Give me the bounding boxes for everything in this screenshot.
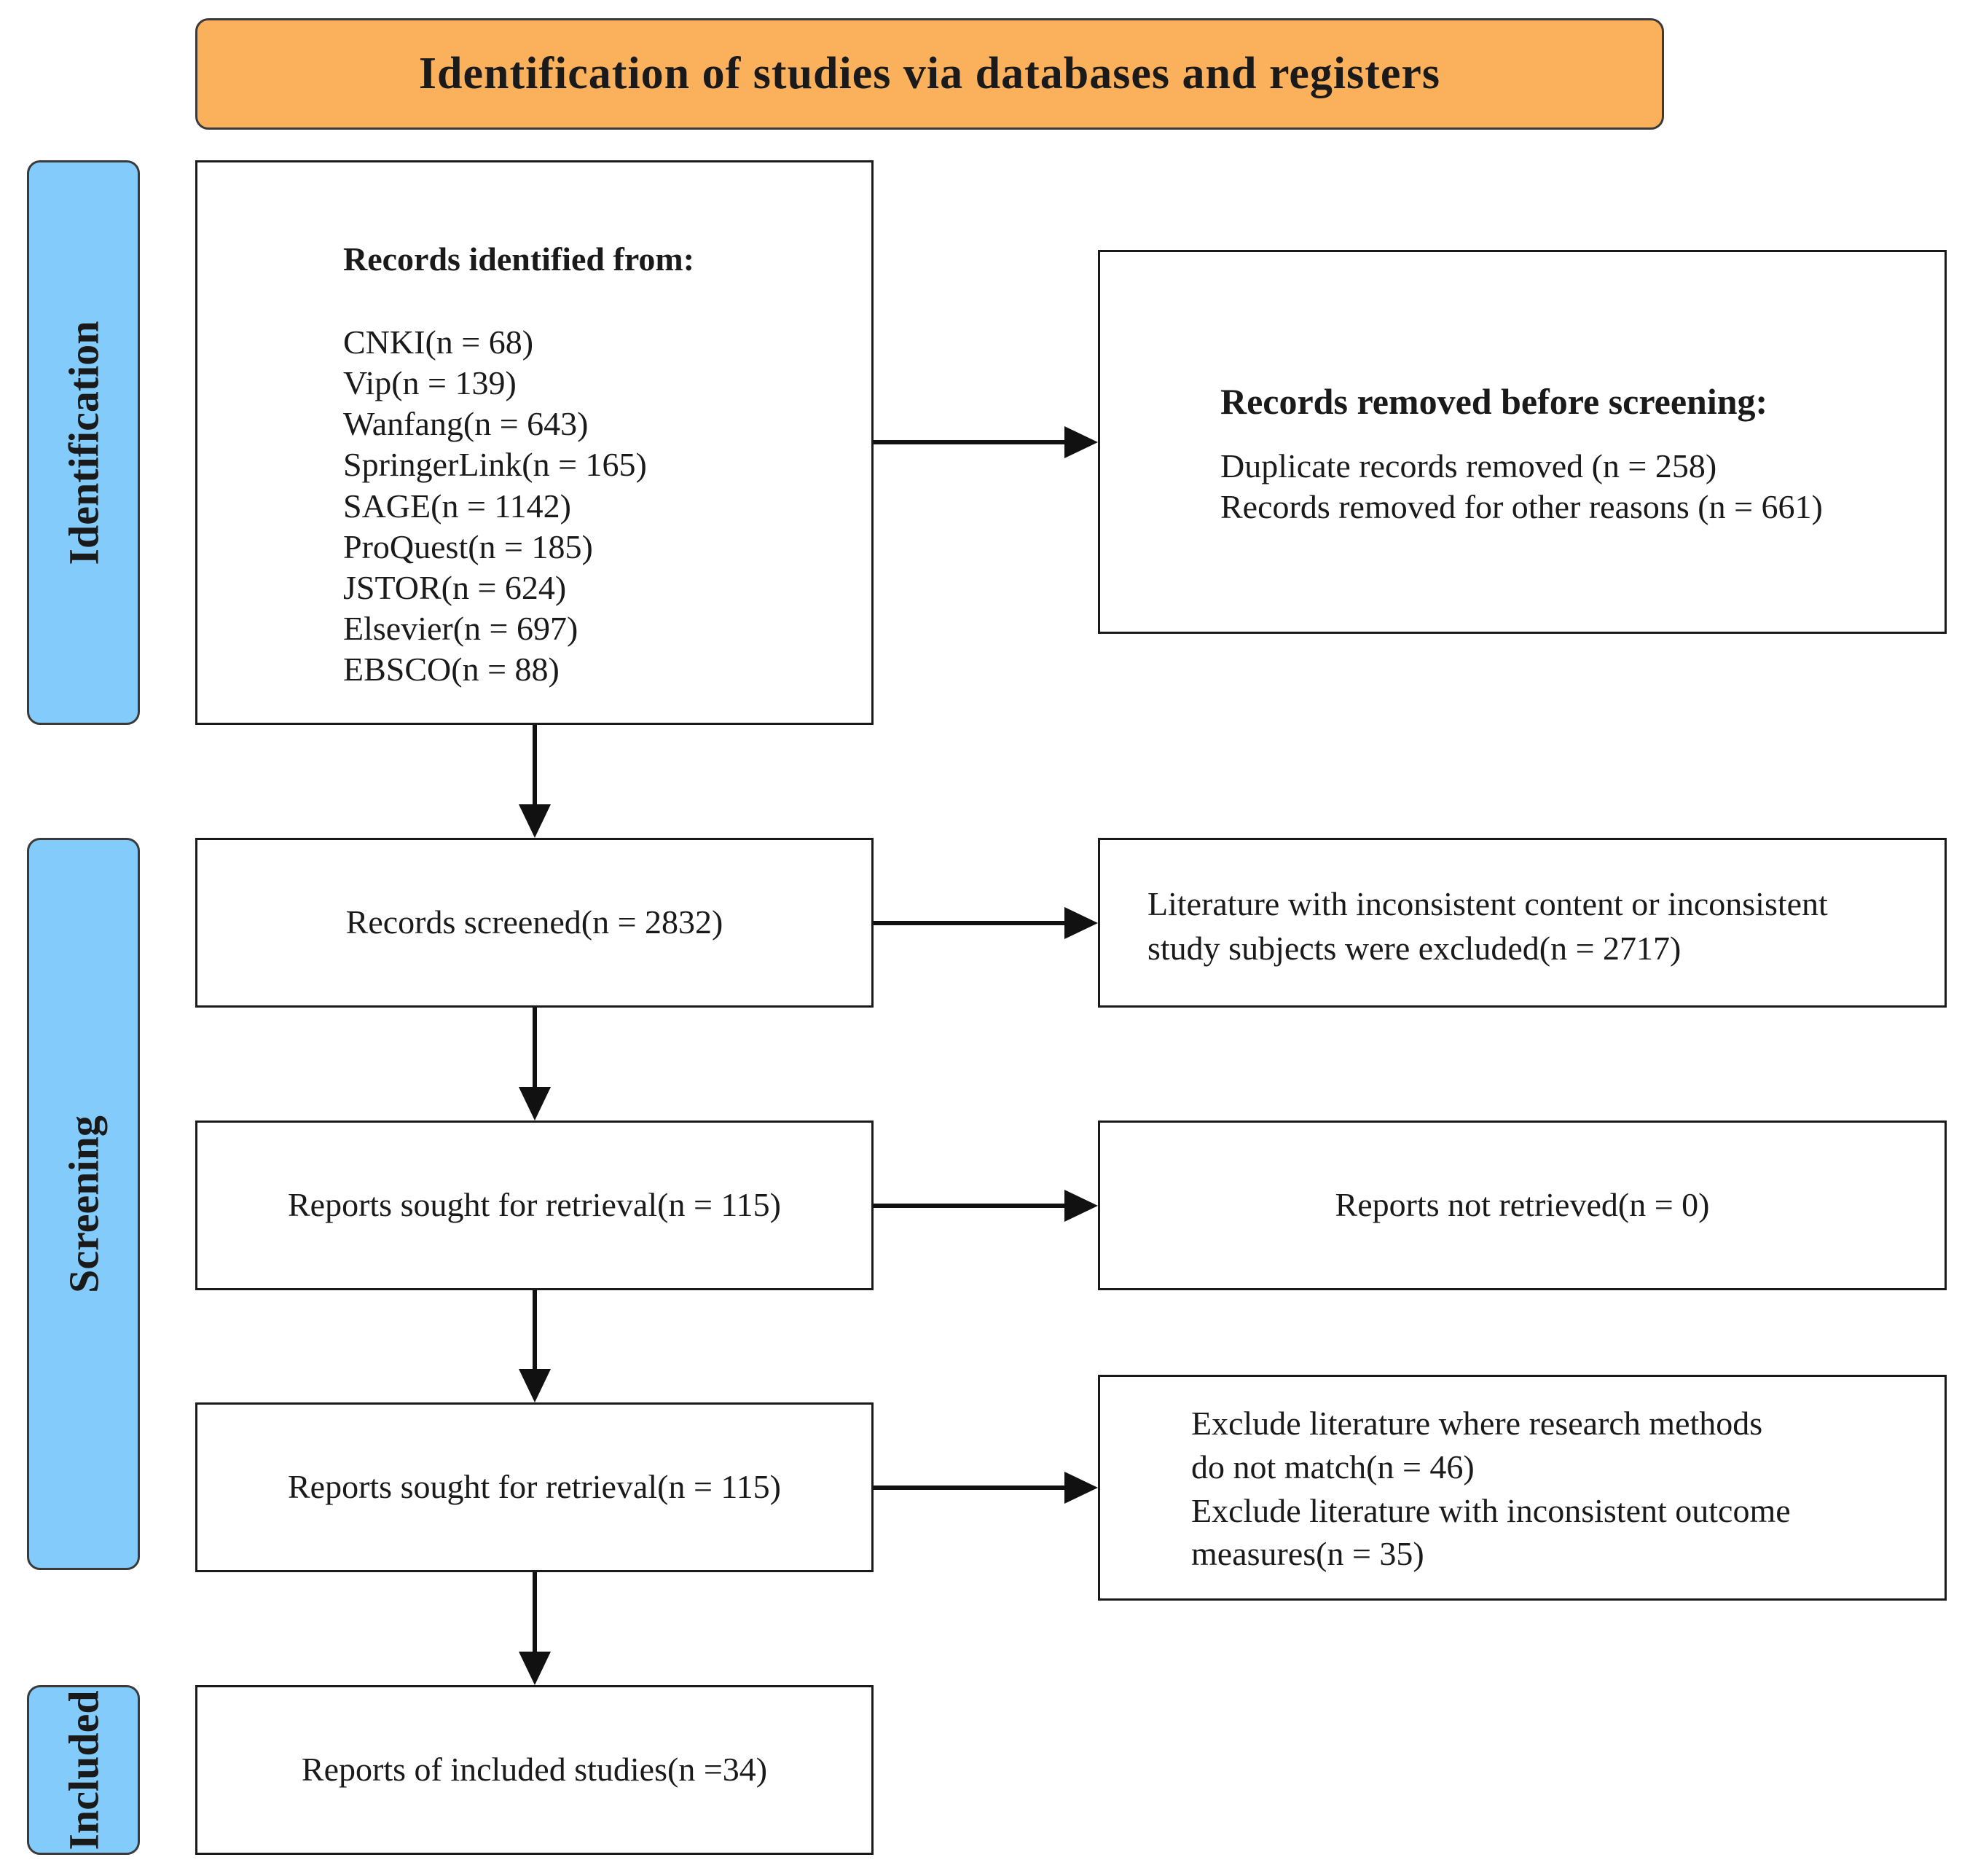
screened-excluded-box: Literature with inconsistent content or … xyxy=(1098,838,1947,1008)
phase-identification-label: Identification xyxy=(60,320,107,565)
records-removed-heading: Records removed before screening: xyxy=(1220,381,1768,422)
screened-excluded-line-1: Literature with inconsistent content or … xyxy=(1147,885,1828,922)
arrow-sought-to-included xyxy=(519,1572,551,1685)
source-vip: Vip(n = 139) xyxy=(343,364,517,402)
source-wanfang: Wanfang(n = 643) xyxy=(343,405,589,443)
included-studies-box: Reports of included studies(n =34) xyxy=(195,1685,874,1855)
reports-sought-text-1: Reports sought for retrieval(n = 115) xyxy=(287,1186,782,1224)
reports-excluded-line-2: do not match(n = 46) xyxy=(1191,1448,1475,1486)
source-sage: SAGE(n = 1142) xyxy=(343,487,571,525)
screened-excluded-line-2: study subjects were excluded(n = 2717) xyxy=(1147,929,1682,967)
phase-screening-label: Screening xyxy=(60,1115,107,1293)
records-identified-heading: Records identified from: xyxy=(343,240,695,278)
reports-excluded-line-4: measures(n = 35) xyxy=(1191,1535,1424,1573)
included-studies-text: Reports of included studies(n =34) xyxy=(301,1751,768,1789)
reports-not-retrieved-box: Reports not retrieved(n = 0) xyxy=(1098,1121,1947,1290)
source-elsevier: Elsevier(n = 697) xyxy=(343,609,578,647)
records-screened-text: Records screened(n = 2832) xyxy=(345,903,723,941)
reports-not-retrieved-text: Reports not retrieved(n = 0) xyxy=(1335,1186,1710,1224)
arrow-sought-to-not-retrieved xyxy=(874,1190,1098,1222)
reports-sought-text-2: Reports sought for retrieval(n = 115) xyxy=(287,1468,782,1506)
arrow-screened-to-sought xyxy=(519,1008,551,1121)
phase-identification: Identification xyxy=(27,160,140,725)
reports-sought-box-1: Reports sought for retrieval(n = 115) xyxy=(195,1121,874,1290)
reports-excluded-box: Exclude literature where research method… xyxy=(1098,1375,1947,1601)
reports-sought-box-2: Reports sought for retrieval(n = 115) xyxy=(195,1402,874,1572)
reports-excluded-line-3: Exclude literature with inconsistent out… xyxy=(1191,1491,1791,1529)
source-ebsco: EBSCO(n = 88) xyxy=(343,650,560,688)
source-springerlink: SpringerLink(n = 165) xyxy=(343,446,647,484)
phase-included-label: Included xyxy=(60,1689,107,1851)
arrow-screened-to-excluded xyxy=(874,907,1098,939)
source-cnki: CNKI(n = 68) xyxy=(343,323,534,361)
diagram-header-title: Identification of studies via databases … xyxy=(418,49,1441,98)
source-proquest: ProQuest(n = 185) xyxy=(343,527,593,565)
other-reasons-removed: Records removed for other reasons (n = 6… xyxy=(1220,488,1823,526)
arrow-sought-to-sought xyxy=(519,1290,551,1402)
records-identified-box: Records identified from: CNKI(n = 68) Vi… xyxy=(195,160,874,725)
diagram-header: Identification of studies via databases … xyxy=(195,18,1664,130)
phase-screening: Screening xyxy=(27,838,140,1570)
records-removed-box: Records removed before screening: Duplic… xyxy=(1098,250,1947,634)
source-jstor: JSTOR(n = 624) xyxy=(343,568,567,606)
records-screened-box: Records screened(n = 2832) xyxy=(195,838,874,1008)
reports-excluded-line-1: Exclude literature where research method… xyxy=(1191,1405,1763,1442)
duplicates-removed: Duplicate records removed (n = 258) xyxy=(1220,447,1717,484)
arrow-sought-to-excluded xyxy=(874,1472,1098,1504)
phase-included: Included xyxy=(27,1685,140,1855)
arrow-identified-to-removed xyxy=(874,426,1098,458)
arrow-identified-to-screened xyxy=(519,725,551,838)
